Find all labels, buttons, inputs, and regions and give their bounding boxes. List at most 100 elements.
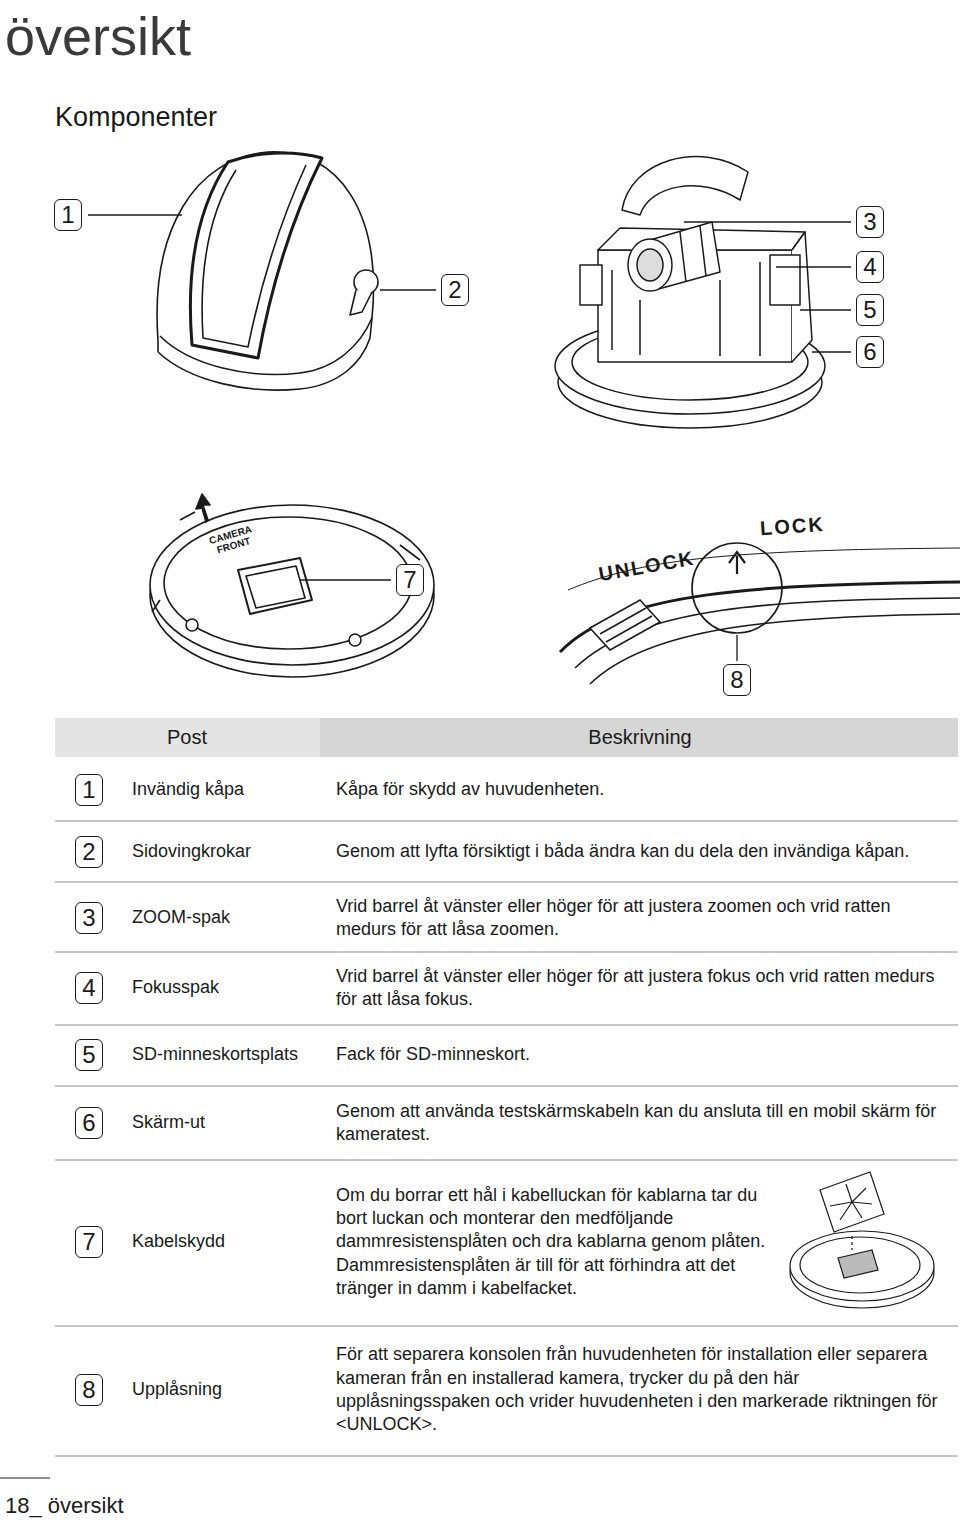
callout-number: 5 xyxy=(863,296,877,324)
item-description: Vrid barrel åt vänster eller höger för a… xyxy=(336,965,951,1012)
leader-lines xyxy=(88,215,851,661)
lens-ring xyxy=(680,226,706,282)
callout-number: 3 xyxy=(82,904,96,932)
lens xyxy=(637,249,663,281)
camera-module xyxy=(555,157,825,428)
callout-number: 1 xyxy=(82,776,96,804)
gimbal xyxy=(622,157,748,215)
front-arrow xyxy=(196,494,210,522)
item-description: Genom att lyfta försiktigt i båda ändra … xyxy=(336,840,951,863)
dust-plate xyxy=(820,1172,884,1232)
mini-plate xyxy=(800,1237,920,1293)
callout-box: 1 xyxy=(54,199,82,231)
row-number-box: 6 xyxy=(75,1107,103,1139)
table-header-band xyxy=(55,718,958,757)
callout-number: 7 xyxy=(403,566,417,594)
table-header-band xyxy=(55,718,320,757)
row-number-box: 1 xyxy=(75,774,103,806)
lock-marking: LOCK xyxy=(759,511,825,541)
table xyxy=(55,718,958,1456)
lock-arrow xyxy=(729,552,745,574)
row-rule xyxy=(55,952,958,953)
item-name: Sidovingkrokar xyxy=(132,840,318,863)
callout-number: 4 xyxy=(82,974,96,1002)
latch xyxy=(600,608,652,642)
callout-number: 2 xyxy=(448,276,462,304)
callout-number: 7 xyxy=(82,1228,96,1256)
item-description: För att separera konsolen från huvudenhe… xyxy=(336,1343,951,1437)
row-rule xyxy=(55,1086,958,1087)
dust-plate xyxy=(830,1184,872,1220)
callout-box: 7 xyxy=(396,564,424,596)
callout-number: 2 xyxy=(82,838,96,866)
callout-number: 5 xyxy=(82,1041,96,1069)
dust-plate-figure xyxy=(790,1172,934,1308)
row-number-box: 4 xyxy=(75,972,103,1004)
callout-number: 4 xyxy=(863,253,877,281)
row-number-box: 2 xyxy=(75,836,103,868)
item-name: ZOOM-spak xyxy=(132,906,318,929)
leader-line xyxy=(812,351,851,352)
table-header: Post xyxy=(167,724,207,750)
row-rule xyxy=(55,1160,958,1161)
row-rule xyxy=(55,1025,958,1026)
leader-line xyxy=(800,309,851,310)
callout-number: 6 xyxy=(82,1109,96,1137)
screw-hole xyxy=(186,619,198,631)
footer-rule xyxy=(0,1478,50,1479)
callout-number: 1 xyxy=(61,201,75,229)
side-bracket xyxy=(770,255,800,305)
item-name: SD-minneskortsplats xyxy=(132,1043,318,1066)
row-number-box: 3 xyxy=(75,902,103,934)
item-name: Fokusspak xyxy=(132,976,318,999)
item-name: Kabelskydd xyxy=(132,1230,318,1253)
dome-rim xyxy=(158,338,370,390)
plate-inner xyxy=(164,517,412,649)
item-description: Kåpa för skydd av huvudenheten. xyxy=(336,778,951,801)
plate-rim xyxy=(150,505,434,665)
row-number-box: 7 xyxy=(75,1226,103,1258)
row-rule xyxy=(55,1456,958,1457)
leader-line xyxy=(776,266,851,267)
callout-number: 6 xyxy=(863,338,877,366)
page-title: översikt xyxy=(5,4,191,68)
row-rules xyxy=(55,821,958,1456)
item-description: Om du borrar ett hål i kabelluckan för k… xyxy=(336,1184,772,1301)
callout-box: 4 xyxy=(856,251,884,283)
row-rule xyxy=(55,1326,958,1327)
mini-window xyxy=(838,1250,878,1278)
plate-tab xyxy=(152,512,420,612)
leader-line xyxy=(88,214,182,215)
table-header: Beskrivning xyxy=(588,724,691,750)
mini-plate xyxy=(790,1231,934,1301)
item-name: Upplåsning xyxy=(132,1378,318,1401)
leader-line xyxy=(380,289,436,290)
callout-box: 6 xyxy=(856,336,884,368)
callout-number: 8 xyxy=(82,1376,96,1404)
lens xyxy=(628,239,672,291)
latch xyxy=(590,600,660,650)
callout-box: 5 xyxy=(856,294,884,326)
row-number-box: 8 xyxy=(75,1374,103,1406)
dome-window xyxy=(190,153,322,358)
section-heading: Komponenter xyxy=(55,100,217,135)
leader-line xyxy=(300,579,391,580)
magnifier xyxy=(692,543,782,633)
item-description: Genom att använda testskärmskabeln kan d… xyxy=(336,1100,951,1147)
dome-cover xyxy=(157,152,378,390)
item-name: Skärm-ut xyxy=(132,1111,318,1134)
row-rule xyxy=(55,882,958,883)
leader-line xyxy=(684,221,851,222)
base-plate xyxy=(150,494,434,677)
dome-window xyxy=(202,165,306,347)
row-number-box: 5 xyxy=(75,1039,103,1071)
callout-number: 8 xyxy=(730,666,744,694)
cable-window xyxy=(246,566,305,608)
item-description: Vrid barrel åt vänster eller höger för a… xyxy=(336,895,951,942)
lock-ring xyxy=(560,582,960,652)
page-footer: 18_ översikt xyxy=(5,1492,124,1521)
callout-box: 8 xyxy=(723,664,751,696)
callout-box: 2 xyxy=(441,274,469,306)
row-rule xyxy=(55,821,958,822)
